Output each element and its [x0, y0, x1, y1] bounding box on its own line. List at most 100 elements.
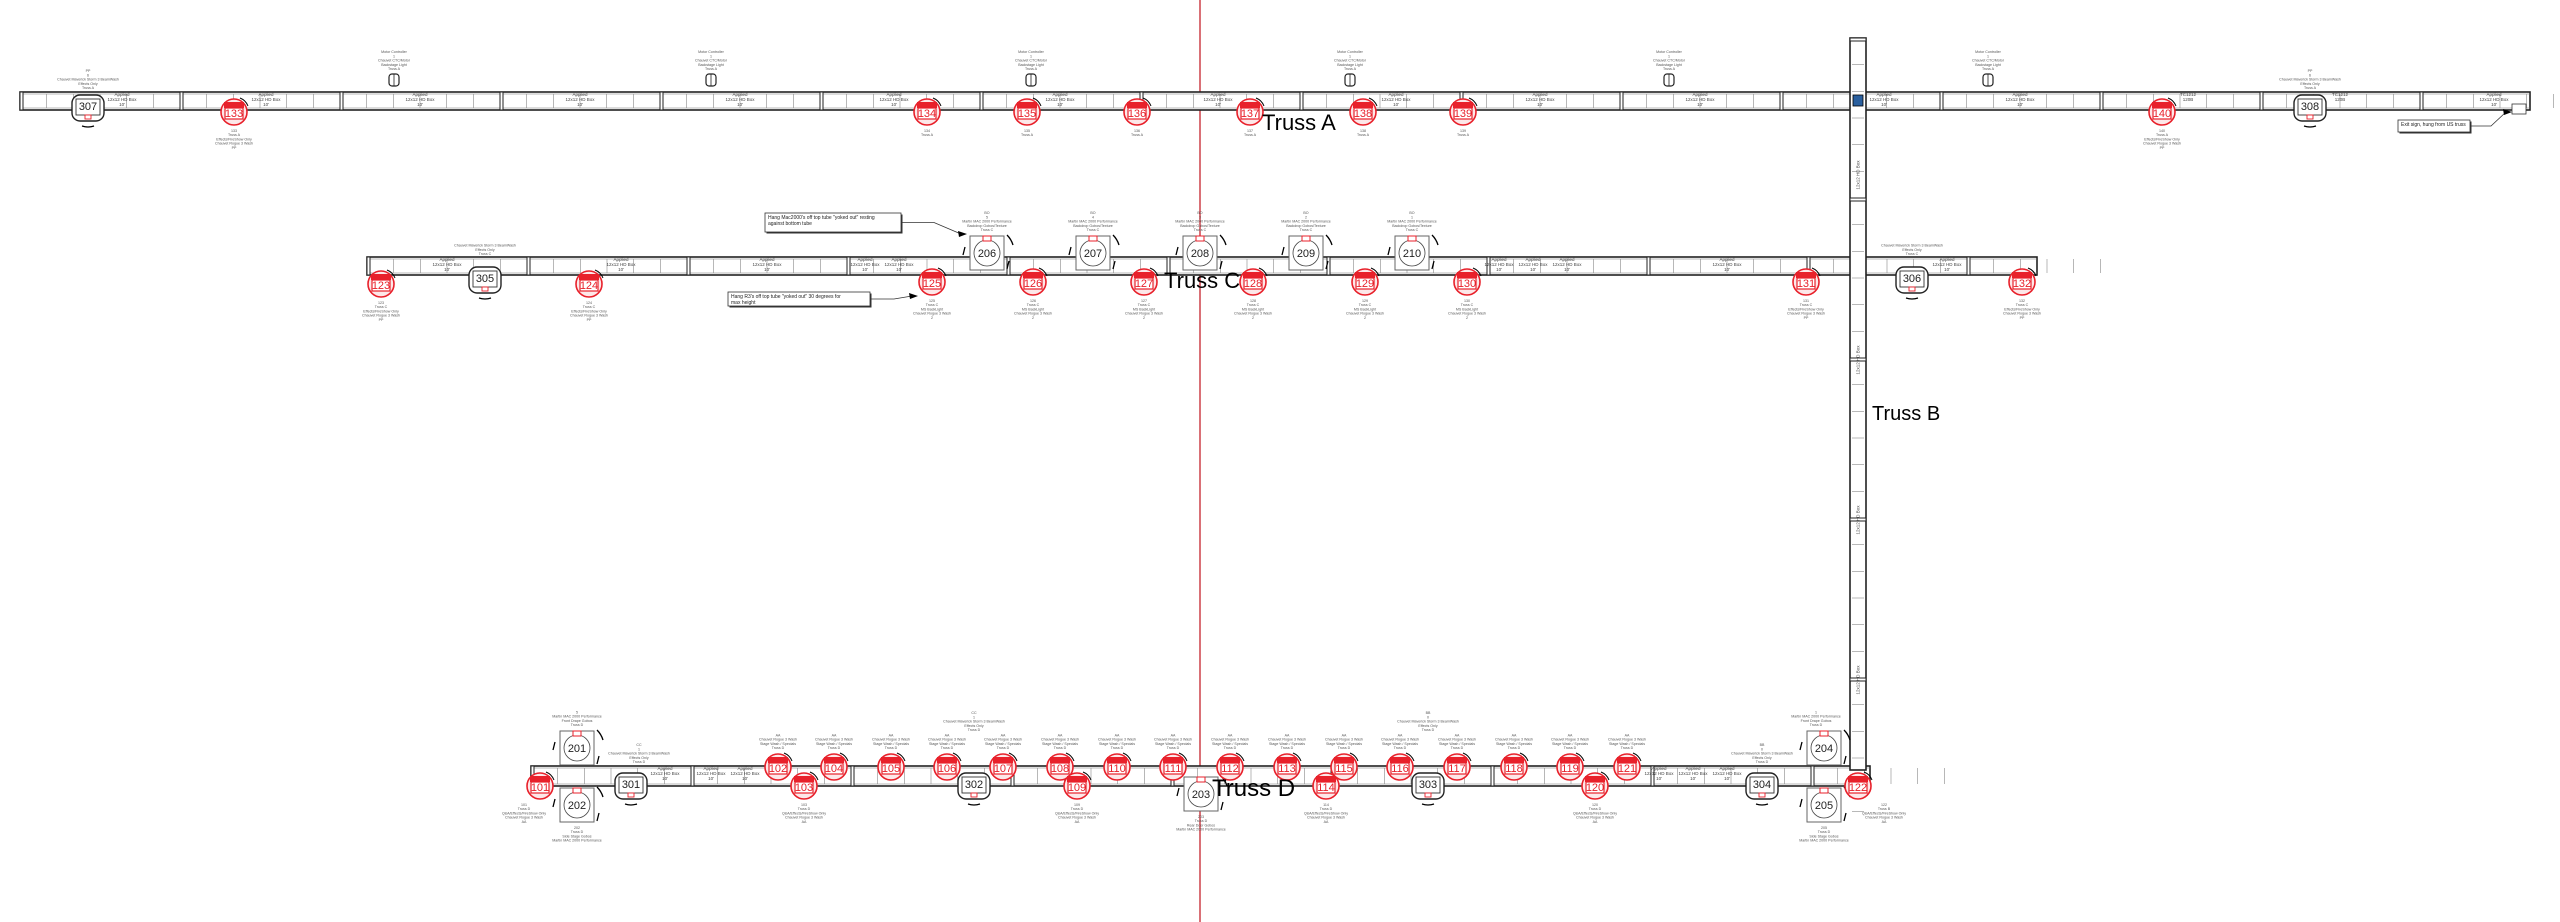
fixture-136[interactable] — [1123, 97, 1152, 126]
fixture-122[interactable] — [1844, 771, 1873, 800]
fixture-110[interactable] — [1103, 752, 1132, 781]
fixture-119[interactable] — [1556, 752, 1585, 781]
fixture-302[interactable] — [957, 772, 991, 806]
fixture-info-line: AA — [1171, 733, 1176, 737]
fixture-135[interactable] — [1013, 97, 1042, 126]
fixture-210[interactable] — [1387, 234, 1439, 271]
truss-joint — [1490, 765, 1495, 787]
focus-arc — [1178, 752, 1188, 762]
truss-joint — [1299, 91, 1304, 111]
motor-controller[interactable] — [1663, 73, 1675, 87]
fixture-109[interactable] — [1063, 771, 1092, 800]
motor-controller[interactable] — [1344, 73, 1356, 87]
fixture-116[interactable] — [1386, 752, 1415, 781]
fixture-303[interactable] — [1411, 772, 1445, 806]
fixture-307[interactable] — [71, 94, 105, 128]
fixture-206[interactable] — [962, 234, 1014, 271]
fixture-info-line: Truss A — [1663, 67, 1676, 71]
fixture-305[interactable] — [468, 266, 502, 300]
fixture-205[interactable] — [1799, 786, 1851, 823]
fixture-131[interactable] — [1792, 267, 1821, 296]
truss-a-label: Truss A — [1262, 110, 1336, 135]
fixture-info-line: Martin MAC 2000 Performance — [1068, 220, 1118, 224]
fixture-info-line: Effects/FireShow Only — [2144, 137, 2180, 141]
fixture-info-line: Truss C — [1247, 303, 1260, 307]
fixture-number: 122 — [1849, 782, 1867, 794]
fixture-111[interactable] — [1159, 752, 1188, 781]
fixture-118[interactable] — [1500, 752, 1529, 781]
fixture-103[interactable] — [790, 771, 819, 800]
lens-bar — [1453, 102, 1473, 108]
fixture-132[interactable] — [2008, 267, 2037, 296]
focus-arc — [1065, 752, 1075, 762]
fixture-info-line: 101 — [521, 803, 527, 807]
fixture-info-line: Truss D — [968, 728, 981, 732]
fixture-125[interactable] — [918, 267, 947, 296]
fixture-127[interactable] — [1130, 267, 1159, 296]
fixture-137[interactable] — [1236, 97, 1265, 126]
focus-arc — [1799, 729, 1851, 765]
fixture-108[interactable] — [1046, 752, 1075, 781]
truss-segment-label: Applied — [1525, 257, 1541, 262]
truss-segment-label: 10' — [444, 267, 450, 272]
fixture-106[interactable] — [933, 752, 962, 781]
focus-arc — [1349, 752, 1359, 762]
fixture-203[interactable] — [1176, 775, 1228, 812]
fixture-117[interactable] — [1443, 752, 1472, 781]
fixture-info-line: 132 — [2019, 299, 2025, 303]
focus-arc — [1468, 97, 1478, 107]
annotation-text: Exit sign, hung from US truss — [2401, 122, 2466, 128]
fixture-139[interactable] — [1449, 97, 1478, 126]
fixture-128[interactable] — [1239, 267, 1268, 296]
fixture-info-line: AA — [1228, 733, 1233, 737]
focus-arc — [967, 803, 981, 806]
fixture-114[interactable] — [1312, 771, 1341, 800]
fixture-304[interactable] — [1745, 772, 1779, 806]
fixture-306[interactable] — [1895, 266, 1929, 300]
focus-arc — [896, 752, 906, 762]
fixture-113[interactable] — [1273, 752, 1302, 781]
fixture-112[interactable] — [1216, 752, 1245, 781]
motor-controller[interactable] — [1025, 73, 1037, 87]
truss-segment-label: 10' — [1656, 776, 1662, 781]
fixture-107[interactable] — [989, 752, 1018, 781]
fixture-120[interactable] — [1581, 771, 1610, 800]
fixture-105[interactable] — [877, 752, 906, 781]
fixture-209[interactable] — [1281, 234, 1333, 271]
motor-controller[interactable] — [705, 73, 717, 87]
fixture-202[interactable] — [552, 786, 604, 823]
fixture-138[interactable] — [1349, 97, 1378, 126]
fixture-126[interactable] — [1019, 267, 1048, 296]
fixture-121[interactable] — [1613, 752, 1642, 781]
focus-arc — [478, 297, 492, 300]
fixture-info-line: 1 — [973, 715, 975, 719]
fixture-number: 302 — [965, 779, 983, 791]
fixture-129[interactable] — [1351, 267, 1380, 296]
fixture-134[interactable] — [913, 97, 942, 126]
fixture-201[interactable] — [552, 729, 604, 766]
label-plate — [1848, 781, 1868, 794]
motor-controller[interactable] — [388, 73, 400, 87]
fixture-140[interactable] — [2148, 97, 2177, 126]
fixture-102[interactable] — [764, 752, 793, 781]
fixture-123[interactable] — [367, 269, 396, 298]
fixture-info-line: Truss D — [571, 723, 584, 727]
fixture-208[interactable] — [1175, 234, 1227, 271]
fixture-info-line: Chauvet Rogue 3 Wash — [1098, 738, 1136, 742]
fixture-104[interactable] — [820, 752, 849, 781]
fixture-207[interactable] — [1068, 234, 1120, 271]
fixture-133[interactable] — [220, 97, 249, 126]
fixture-204[interactable] — [1799, 729, 1851, 766]
fixture-115[interactable] — [1330, 752, 1359, 781]
motor-controller[interactable] — [1982, 73, 1994, 87]
fixture-301[interactable] — [614, 772, 648, 806]
fixture-130[interactable] — [1453, 267, 1482, 296]
fixture-124[interactable] — [575, 269, 604, 298]
fixture-101[interactable] — [526, 771, 555, 800]
fixture-308[interactable] — [2293, 94, 2327, 128]
fixture-info-line: AA — [1058, 733, 1063, 737]
fixture-info-line: Effects Only — [1902, 248, 1922, 252]
